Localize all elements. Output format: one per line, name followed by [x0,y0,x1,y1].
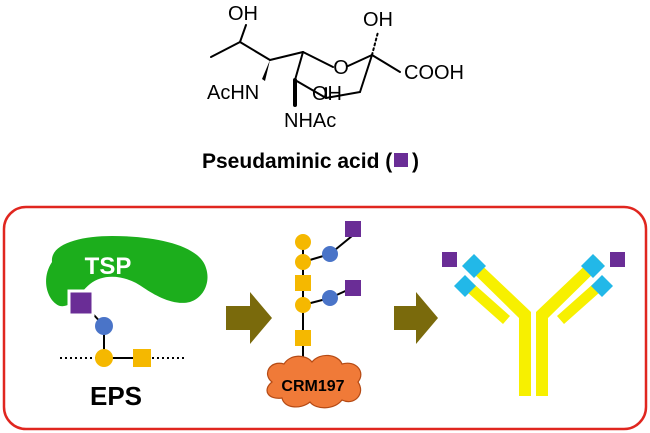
pseudaminic-acid-residue-in-pocket [67,289,95,317]
tsp-protein-shape [46,236,208,307]
wedge-bond [262,60,270,81]
conjugate-pseudaminic-2 [345,280,361,296]
conjugate-yellow-square-2 [295,330,311,346]
label-oh-top: OH [228,3,258,25]
pseudaminic-acid-structure [210,24,401,107]
conjugate-pseudaminic-1 [345,221,361,237]
antibody-tip-right-upper [581,254,605,278]
eps-blue-sugar [95,317,113,335]
conjugate-yellow-sugar-1 [295,234,311,250]
eps-yellow-square [133,349,151,367]
antibody-heavy-arm-left [464,256,531,326]
arrow-right-2-icon [394,292,438,344]
antibody-tip-right-lower [591,275,613,297]
tsp-label: TSP [85,253,132,280]
crm197-label: CRM197 [281,378,344,395]
eps-label: EPS [90,381,142,411]
pseudaminic-acid-caption-square [394,153,408,167]
conjugate-blue-sugar-1 [322,246,338,262]
label-oh-mid: OH [312,83,342,105]
crm197-carrier-cloud [266,354,362,409]
label-oh-anomeric: OH [363,9,393,31]
bound-pseudaminic-left [442,252,457,267]
label-cooh: COOH [404,62,464,84]
caption-text-after: ) [412,150,419,173]
antibody-heavy-arm-right [536,256,603,326]
conjugate-yellow-sugar-2 [295,254,311,270]
bound-pseudaminic-right [610,252,625,267]
antibody-tip-left-lower [454,275,476,297]
conjugate-yellow-sugar-3 [295,297,311,313]
eps-yellow-sugar [95,349,113,367]
antibody-fc-left [519,318,531,396]
arrow-right-1-icon [226,292,272,344]
antibody-fc-right [536,318,548,396]
conjugate-blue-sugar-2 [322,290,338,306]
conjugate-yellow-square-1 [295,275,311,291]
antibody-tip-left-upper [462,254,486,278]
label-ring-oxygen: O [333,57,349,79]
label-nhac: NHAc [284,110,336,132]
caption-text-before: Pseudaminic acid ( [202,150,392,173]
label-achn: AcHN [207,82,259,104]
antibody [442,252,625,396]
